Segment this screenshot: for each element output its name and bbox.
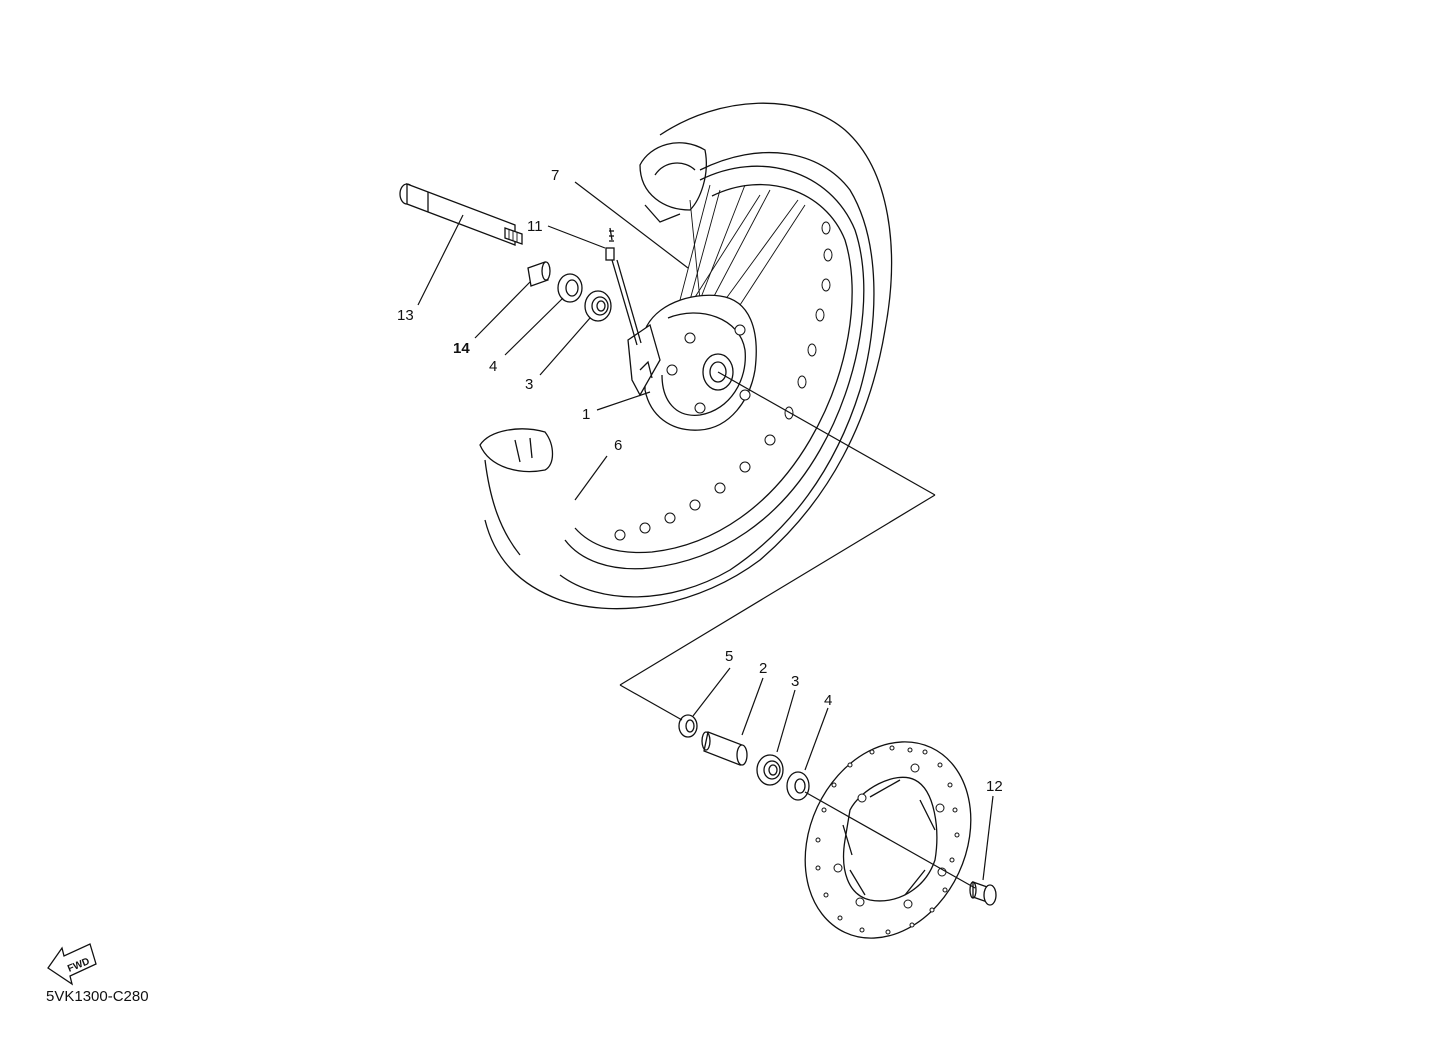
collar bbox=[527, 261, 551, 287]
label-part-1: 1 bbox=[582, 406, 590, 423]
collar-lower bbox=[678, 714, 698, 738]
label-part-11: 11 bbox=[527, 218, 543, 235]
label-part-4-upper: 4 bbox=[489, 358, 497, 375]
valve-stem bbox=[605, 227, 642, 346]
oil-seal-upper bbox=[557, 273, 583, 303]
spacer bbox=[701, 731, 748, 766]
tire bbox=[479, 102, 893, 610]
drawing-code: 5VK1300-C280 bbox=[46, 988, 149, 1005]
part-labels: 7 11 13 14 4 3 1 6 5 2 3 4 12 bbox=[397, 167, 1003, 795]
label-part-5: 5 bbox=[725, 648, 733, 665]
wheel-rim bbox=[564, 165, 865, 570]
label-part-3-lower: 3 bbox=[791, 673, 799, 690]
spokes bbox=[679, 184, 806, 306]
label-part-2: 2 bbox=[759, 660, 767, 677]
bearing-upper bbox=[584, 290, 612, 322]
label-part-4-lower: 4 bbox=[824, 692, 832, 709]
leader-lines bbox=[417, 181, 994, 881]
wheel-hub bbox=[627, 294, 757, 431]
label-part-12: 12 bbox=[986, 778, 1003, 795]
disc-bolt bbox=[969, 881, 997, 906]
bearing-lower bbox=[756, 754, 784, 786]
label-part-7: 7 bbox=[551, 167, 559, 184]
label-part-3-upper: 3 bbox=[525, 376, 533, 393]
label-part-6: 6 bbox=[614, 437, 622, 454]
front-axle bbox=[399, 183, 523, 246]
label-part-14: 14 bbox=[453, 340, 470, 357]
axis-lines bbox=[619, 371, 976, 889]
oil-seal-lower bbox=[786, 771, 810, 801]
fwd-arrow-icon: FWD bbox=[47, 943, 97, 986]
brake-disc bbox=[804, 741, 972, 939]
label-part-13: 13 bbox=[397, 307, 414, 324]
